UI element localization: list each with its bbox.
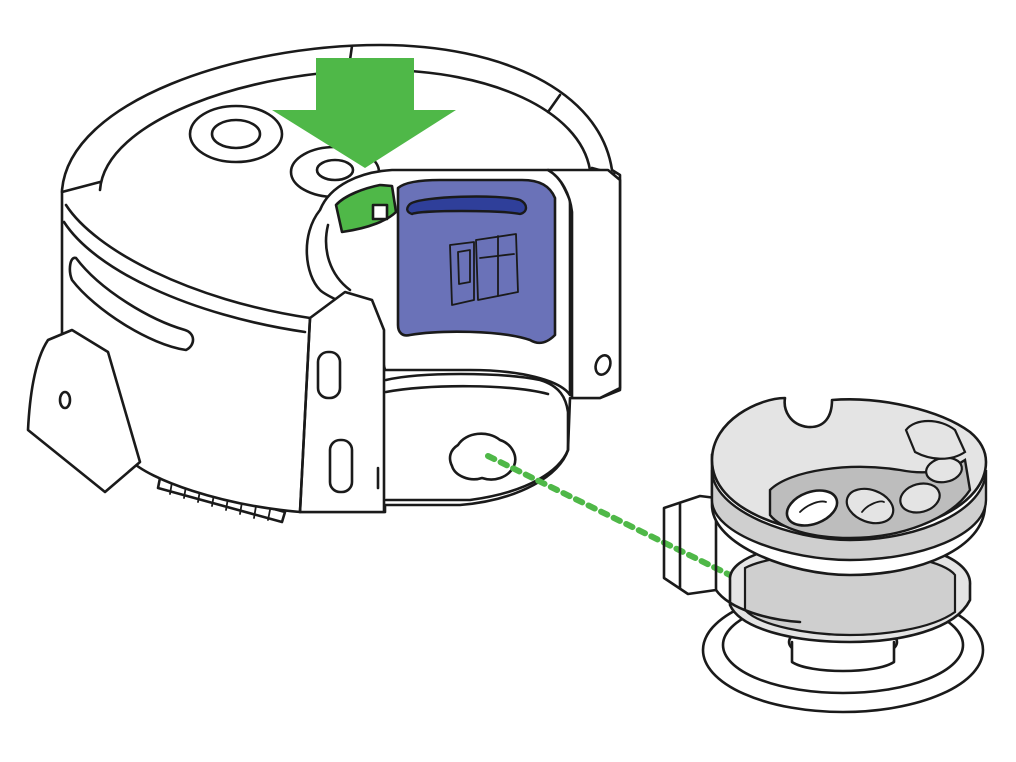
robot-vacuum <box>26 43 622 524</box>
cleaner-head-socket <box>384 372 570 502</box>
robot-right-shell <box>546 168 622 400</box>
bin-handle-slot <box>406 195 528 216</box>
part-roller-cluster <box>768 419 972 540</box>
robot-side-vent <box>68 256 195 352</box>
arrow-down-icon <box>272 58 456 168</box>
robot-left-fin <box>26 328 142 494</box>
socket-keyhole <box>448 432 517 481</box>
cleaner-head-part <box>662 396 988 714</box>
bin-release-icon <box>449 233 519 306</box>
robot-lid-front-edge <box>64 203 312 320</box>
front-vent-upper <box>316 350 342 400</box>
alignment-leader-line <box>485 453 743 583</box>
power-button[interactable] <box>188 104 284 164</box>
front-vent-lower <box>328 438 354 494</box>
